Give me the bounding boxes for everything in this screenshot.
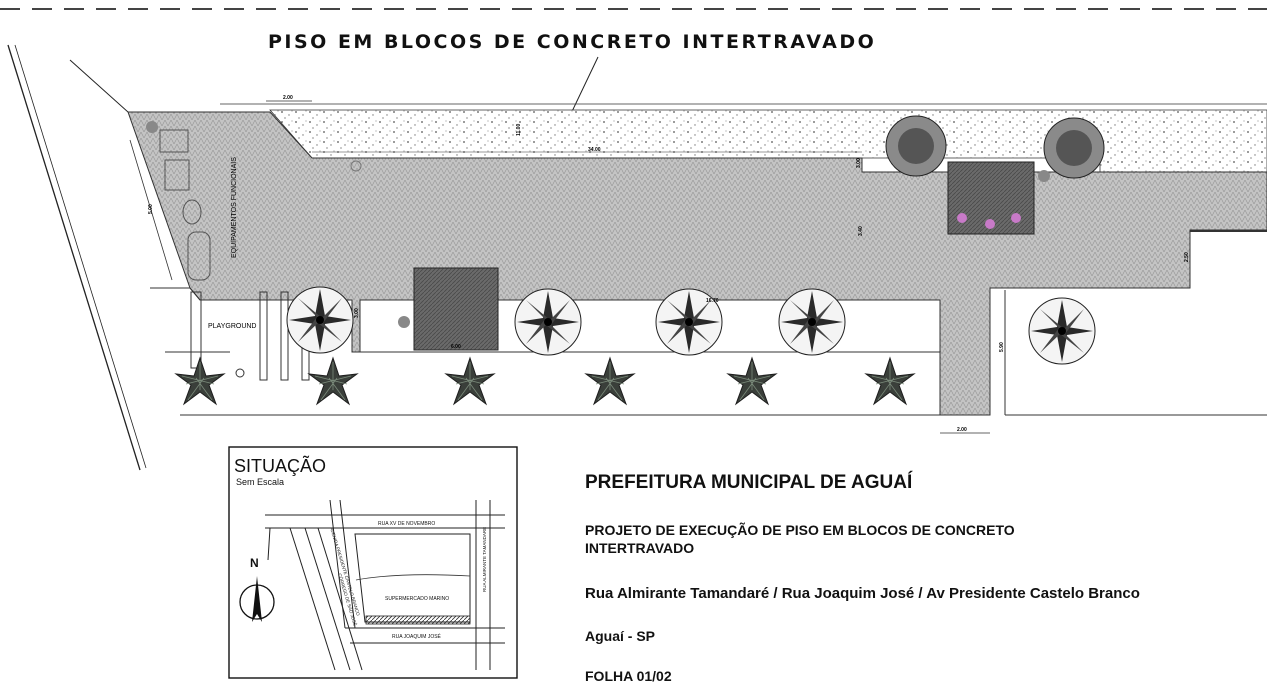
flower-1 <box>957 213 967 223</box>
planter-outline <box>150 287 940 353</box>
main-label: PISO EM BLOCOS DE CONCRETO INTERTRAVADO <box>268 31 876 53</box>
playground-label: PLAYGROUND <box>208 323 257 330</box>
equipment-bench-1 <box>159 129 189 153</box>
dim-200-top: 2.00 <box>283 95 293 101</box>
palm-5 <box>727 357 777 405</box>
right-bed-top <box>1190 230 1267 232</box>
street-edge-3 <box>69 59 129 113</box>
situation-map: SITUAÇÃO Sem Escala RUA XV DE NOVEMBRO R… <box>228 446 518 679</box>
equipment-label: EQUIPAMENTOS FUNCIONAIS <box>231 157 238 258</box>
street-line-d4 <box>329 499 346 629</box>
bush-2-in <box>1056 130 1092 166</box>
palm-3 <box>445 357 495 405</box>
tree-1 <box>286 286 354 354</box>
dim-600: 6.00 <box>451 344 461 350</box>
title-address: Rua Almirante Tamandaré / Rua Joaquim Jo… <box>585 585 1140 602</box>
title-sheet: FOLHA 01/02 <box>585 668 672 684</box>
street-right-label: RUA ALMIRANTE TAMANDARÉ <box>481 527 487 592</box>
palm-6 <box>865 357 915 405</box>
street-line-d2 <box>304 527 351 671</box>
street-bottom-label: RUA JOAQUIM JOSÉ <box>392 633 442 640</box>
street-edge-1 <box>7 44 141 471</box>
marker-2 <box>398 316 410 328</box>
dim-1100: 11.00 <box>516 124 522 136</box>
situation-subtitle: Sem Escala <box>236 477 284 487</box>
tree-4 <box>778 288 846 356</box>
dim-300b: 3.00 <box>354 308 360 318</box>
block-outline <box>354 533 471 623</box>
situation-title: SITUAÇÃO <box>234 455 326 476</box>
dim-1670: 16.70 <box>706 298 719 304</box>
marker-3 <box>1038 170 1050 182</box>
street-line-d1 <box>289 527 336 671</box>
block-label: SUPERMERCADO MARINO <box>385 596 449 602</box>
street-edge-2 <box>14 44 147 469</box>
block-highlight <box>365 615 471 625</box>
playground-swing <box>190 291 202 369</box>
block-curve <box>355 574 471 581</box>
street-line-d6 <box>267 527 271 561</box>
palm-1 <box>175 357 225 405</box>
palm-2 <box>308 357 358 405</box>
dim-300: 3.00 <box>856 158 862 168</box>
shrub-bed-1-tex <box>414 268 498 350</box>
dim-340: 3.40 <box>858 226 864 236</box>
title-city: Aguaí - SP <box>585 628 656 644</box>
north-arrow-icon <box>252 576 262 622</box>
dim-590: 5.90 <box>999 342 1005 352</box>
dim-200-bottom: 2.00 <box>957 427 967 433</box>
equipment-unit-3 <box>182 199 202 225</box>
marker-4 <box>350 160 362 172</box>
flower-3 <box>1011 213 1021 223</box>
flower-2 <box>985 219 995 229</box>
dim-500-left: 5.00 <box>148 204 154 214</box>
street-line-d3 <box>317 527 363 671</box>
title-project-2: INTERTRAVADO <box>585 540 695 556</box>
tree-5 <box>1028 297 1096 365</box>
title-org: PREFEITURA MUNICIPAL DE AGUAÍ <box>585 472 913 493</box>
playground-frame-1 <box>259 291 268 381</box>
dim-250: 2.50 <box>1184 252 1190 262</box>
playground-disc <box>235 368 245 378</box>
equipment-bench-2 <box>164 159 190 191</box>
equipment-unit-4 <box>187 231 211 281</box>
street-top-label: RUA XV DE NOVEMBRO <box>378 521 435 527</box>
title-project-1: PROJETO DE EXECUÇÃO DE PISO EM BLOCOS DE… <box>585 522 1015 538</box>
tree-2 <box>514 288 582 356</box>
dim-line-left <box>129 139 173 281</box>
marker-1 <box>146 121 158 133</box>
palm-4 <box>585 357 635 405</box>
dim-3400: 34.00 <box>588 147 601 153</box>
street-line-d5 <box>339 499 356 629</box>
playground-frame-2 <box>280 291 289 381</box>
north-letter: N <box>250 556 259 570</box>
bush-1-in <box>898 128 934 164</box>
